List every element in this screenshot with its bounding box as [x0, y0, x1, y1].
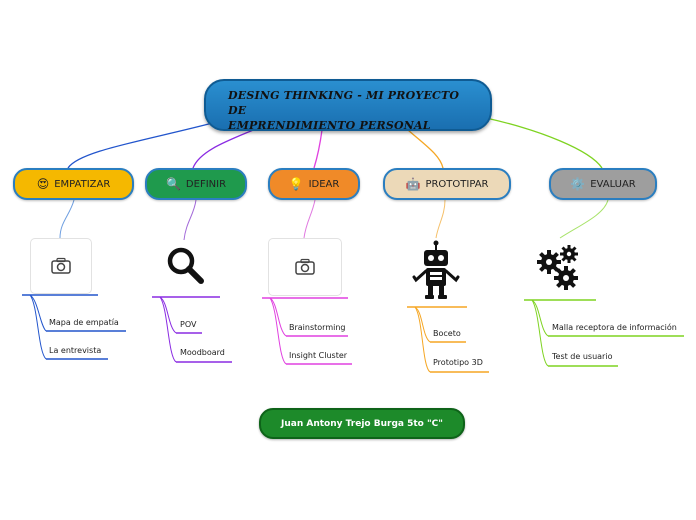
leaf-insight-cluster[interactable]: Insight Cluster [289, 351, 348, 360]
leaf-prototipo-3d[interactable]: Prototipo 3D [433, 358, 483, 367]
leaf-moodboard[interactable]: Moodboard [180, 348, 225, 357]
leaf-la-entrevista[interactable]: La entrevista [49, 346, 102, 355]
root-title-line1: DESING THINKING - MI PROYECTO DE [228, 89, 460, 117]
heart-eyes-icon: 😍 [36, 177, 50, 191]
link-root-evaluar [485, 117, 603, 169]
topic-label: EMPATIZAR [54, 178, 111, 190]
topic-label: IDEAR [308, 178, 340, 190]
camera-icon [51, 257, 71, 274]
author-label: Juan Antony Trejo Burga 5to "C" [281, 418, 443, 429]
topic-definir[interactable]: 🔍 DEFINIR [145, 168, 247, 200]
topic-idear[interactable]: 💡 IDEAR [268, 168, 360, 200]
topic-empatizar[interactable]: 😍 EMPATIZAR [13, 168, 134, 200]
link-root-empatizar [67, 119, 225, 169]
image-idear[interactable] [268, 238, 342, 296]
root-title-line2: EMPRENDIMIENTO PERSONAL [228, 119, 431, 132]
image-empatizar[interactable] [30, 238, 92, 294]
link-root-idear [313, 129, 323, 169]
robot-icon: 🤖 [405, 177, 421, 191]
link-root-prototipar [407, 129, 444, 169]
leaf-brainstorming[interactable]: Brainstorming [289, 323, 346, 332]
topic-label: EVALUAR [590, 178, 636, 190]
gear-icon: ⚙️ [570, 177, 586, 191]
image-prototipar[interactable] [410, 240, 462, 300]
leaf-malla-receptora[interactable]: Malla receptora de información [552, 323, 677, 332]
image-definir[interactable] [165, 245, 205, 285]
magnifier-icon: 🔍 [165, 177, 181, 191]
topic-label: DEFINIR [185, 178, 227, 190]
author-topic[interactable]: Juan Antony Trejo Burga 5to "C" [259, 408, 465, 439]
root-topic[interactable]: DESING THINKING - MI PROYECTO DE EMPREND… [204, 79, 492, 132]
image-evaluar[interactable] [536, 244, 584, 292]
leaf-pov[interactable]: POV [180, 320, 197, 329]
lightbulb-icon: 💡 [288, 177, 304, 191]
leaf-test-de-usuario[interactable]: Test de usuario [552, 352, 613, 361]
magnifier-icon [167, 247, 204, 284]
leaf-mapa-de-empatia[interactable]: Mapa de empatía [49, 318, 119, 327]
leaf-boceto[interactable]: Boceto [433, 329, 461, 338]
robot-icon [412, 240, 460, 299]
topic-evaluar[interactable]: ⚙️ EVALUAR [549, 168, 657, 200]
camera-icon [295, 258, 315, 275]
topic-label: PROTOTIPAR [425, 178, 489, 190]
link-root-definir [192, 127, 259, 169]
topic-prototipar[interactable]: 🤖 PROTOTIPAR [383, 168, 511, 200]
gears-icon [537, 245, 578, 290]
